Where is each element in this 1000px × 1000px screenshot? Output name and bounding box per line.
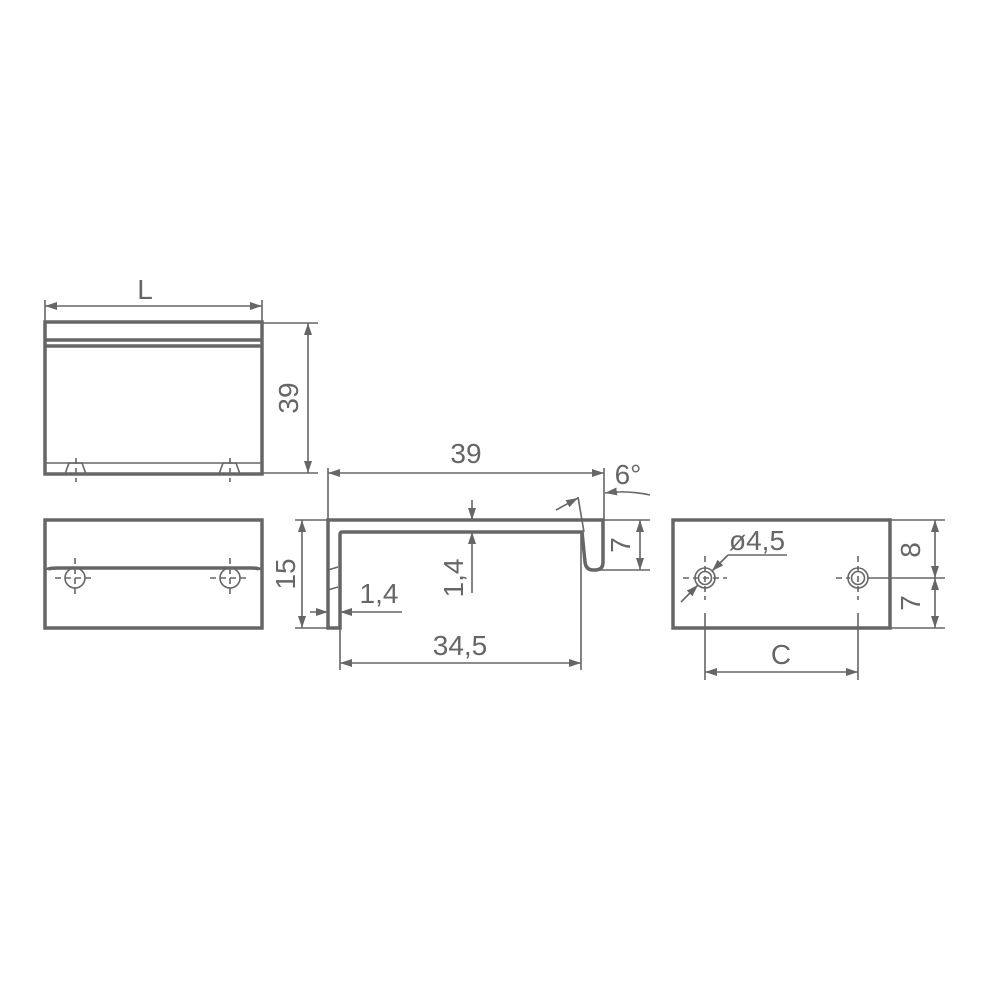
height-label-39: 39 bbox=[273, 382, 304, 413]
width-label-39: 39 bbox=[450, 438, 481, 469]
angle-label: 6° bbox=[615, 459, 642, 490]
lower-label-7: 7 bbox=[895, 595, 926, 611]
lip-label-7: 7 bbox=[605, 537, 636, 553]
upper-label-8: 8 bbox=[895, 542, 926, 558]
front-view: L 39 bbox=[43, 274, 318, 482]
inner-width-label: 34,5 bbox=[433, 630, 488, 661]
hole-left bbox=[55, 558, 95, 598]
top-thickness-label: 1,4 bbox=[438, 559, 469, 598]
height-label-15: 15 bbox=[270, 558, 301, 589]
back-view: ø4,5 8 7 C bbox=[671, 518, 945, 680]
wall-thickness-label: 1,4 bbox=[360, 578, 399, 609]
spacing-label-C: C bbox=[771, 639, 791, 670]
width-label-L: L bbox=[137, 274, 153, 305]
hole-right bbox=[210, 558, 250, 598]
hole-left bbox=[683, 556, 727, 600]
bottom-view: 15 bbox=[43, 518, 328, 630]
hole-right bbox=[836, 556, 869, 600]
profile-view: 39 6° 7 1,4 1,4 34,5 bbox=[310, 438, 651, 670]
hole-diameter-label: ø4,5 bbox=[729, 525, 785, 556]
